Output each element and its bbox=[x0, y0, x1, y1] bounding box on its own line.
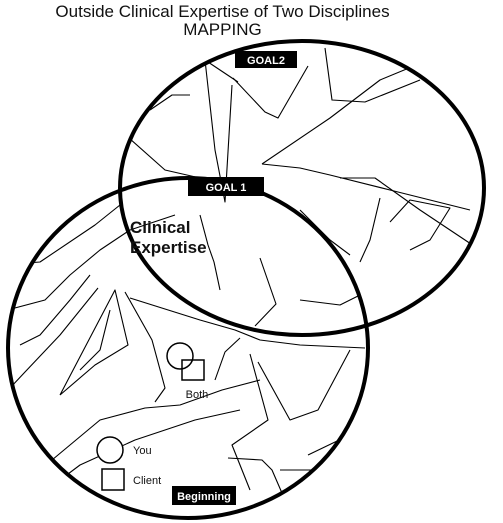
diagram-title: Outside Clinical Expertise of Two Discip… bbox=[55, 2, 390, 21]
goal1-label: GOAL 1 bbox=[206, 182, 247, 194]
map-roads-lower bbox=[8, 204, 368, 518]
goal1-tag bbox=[188, 177, 264, 196]
clinical-expertise-line1: Clinical bbox=[130, 218, 190, 237]
both-square-icon bbox=[181, 359, 205, 381]
goal2-label: GOAL2 bbox=[247, 55, 285, 67]
beginning-tag bbox=[172, 486, 236, 505]
both-circle-icon bbox=[166, 342, 194, 370]
client-label: Client bbox=[133, 475, 161, 487]
goal2-tag bbox=[235, 51, 297, 68]
clinical-expertise-line2: Expertise bbox=[130, 238, 207, 257]
discipline-circle-upper bbox=[118, 39, 486, 337]
both-label: Both bbox=[186, 389, 209, 401]
diagram-subtitle: MAPPING bbox=[183, 20, 262, 39]
client-square-icon bbox=[101, 468, 125, 491]
you-circle-icon bbox=[96, 436, 124, 464]
you-label: You bbox=[133, 445, 152, 457]
beginning-label: Beginning bbox=[177, 491, 231, 503]
